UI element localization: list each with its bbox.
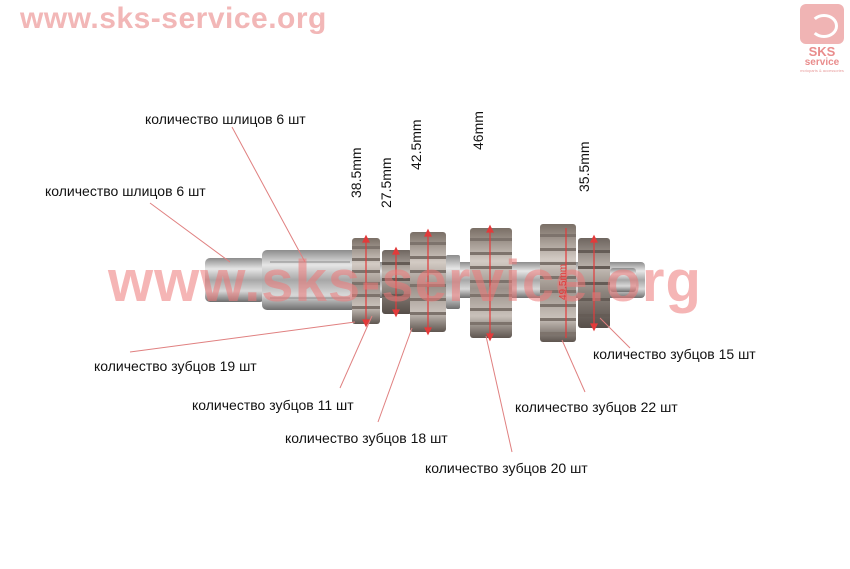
brand-logo: SKS service motoparts & accessories xyxy=(798,4,846,73)
label-teeth-18: количество зубцов 18 шт xyxy=(285,430,448,446)
gear-22-teeth xyxy=(540,224,576,342)
label-teeth-15: количество зубцов 15 шт xyxy=(593,346,756,362)
spline-end xyxy=(205,258,265,302)
label-teeth-11: количество зубцов 11 шт xyxy=(192,397,354,413)
gear-11-teeth xyxy=(382,250,412,314)
dimension-38-5: 38.5mm xyxy=(348,147,364,198)
dimension-35-5: 35.5mm xyxy=(576,141,592,192)
label-splines-top: количество шлицов 6 шт xyxy=(145,111,306,127)
leader-lines xyxy=(129,126,631,453)
dimension-arrows xyxy=(362,224,598,342)
logo-text-service: service xyxy=(804,57,840,68)
dimension-49-5: 49.5mm xyxy=(558,263,569,300)
label-teeth-20: количество зубцов 20 шт xyxy=(425,460,588,476)
label-teeth-19: количество зубцов 19 шт xyxy=(94,358,257,374)
logo-text-sks: SKS xyxy=(808,44,836,59)
watermark-center: www.sks-service.org xyxy=(108,249,702,314)
gear-20-teeth xyxy=(470,228,512,338)
label-splines-left: количество шлицов 6 шт xyxy=(45,183,206,199)
spline-section xyxy=(262,250,357,310)
dimension-27-5: 27.5mm xyxy=(378,157,394,208)
dimension-46: 46mm xyxy=(470,111,486,150)
watermark-top: www.sks-service.org xyxy=(20,2,327,35)
dimension-42-5: 42.5mm xyxy=(408,119,424,170)
logo-tagline: motoparts & accessories xyxy=(800,68,844,73)
scooter-icon xyxy=(800,4,844,44)
label-teeth-22: количество зубцов 22 шт xyxy=(515,399,678,415)
